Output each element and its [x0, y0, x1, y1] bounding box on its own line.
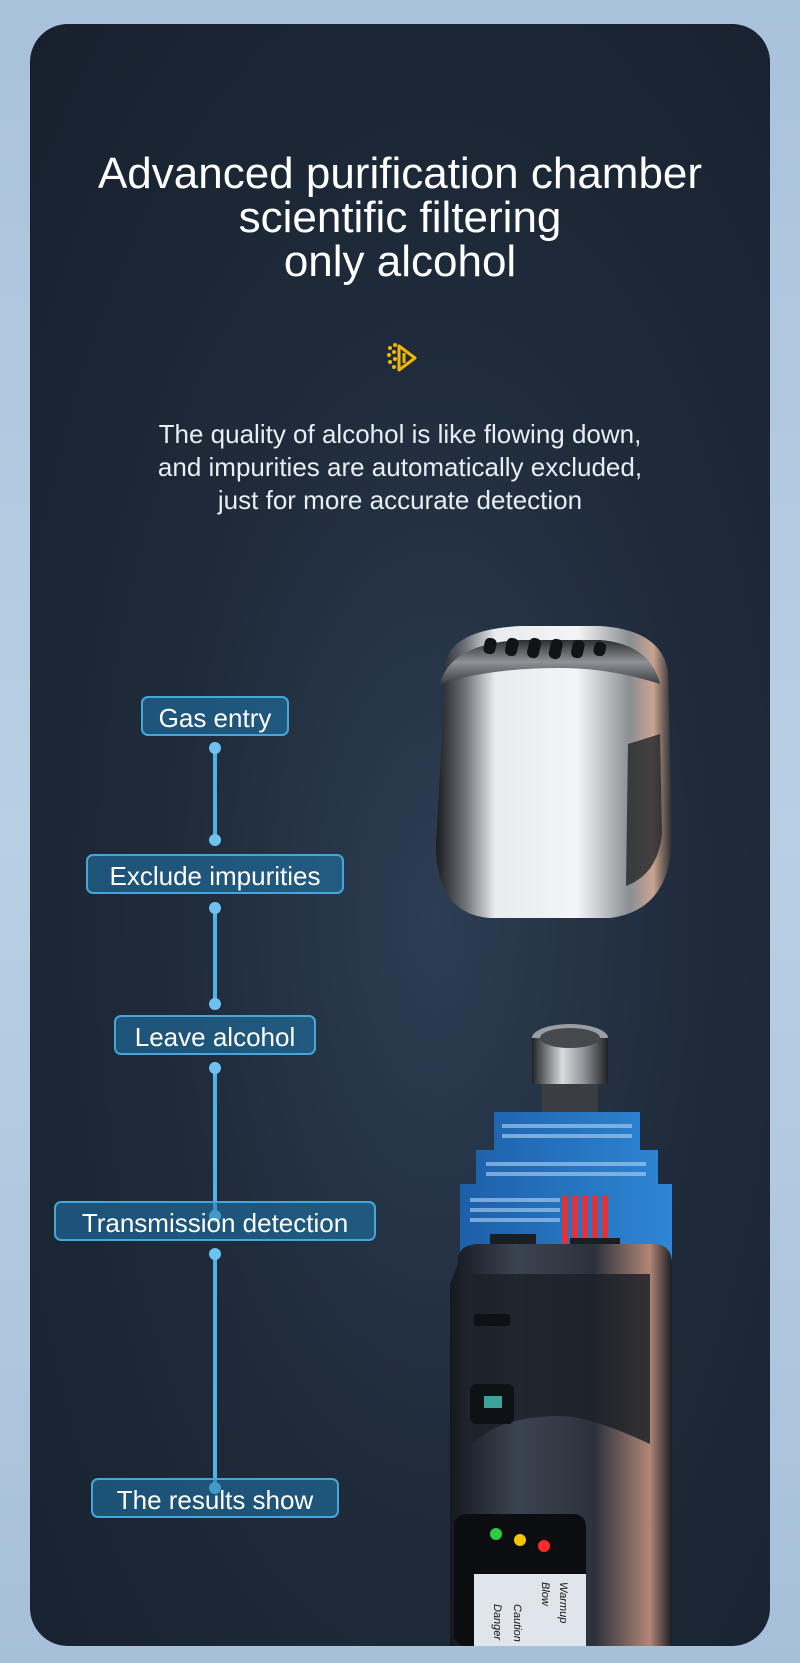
process-flow: Gas entry Exclude impurities Leave alcoh… [30, 24, 430, 1646]
breathalyzer-illustration: Warmup Blow Caution Danger [436, 626, 672, 1646]
led-yellow [514, 1534, 526, 1546]
headline-line-1: Advanced purification chamber [97, 149, 703, 198]
flow-dot [209, 998, 221, 1010]
flow-dot [209, 1062, 221, 1074]
description-line-1: The quality of alcohol is like flowing d… [158, 419, 642, 449]
flow-connector-2 [213, 908, 217, 1004]
flow-connector-4 [213, 1254, 217, 1488]
flow-connector-1 [213, 748, 217, 840]
step-leave-alcohol: Leave alcohol [114, 1015, 316, 1055]
content-panel: Advanced purification chamber scientific… [30, 24, 770, 1646]
headline-line-2: scientific filtering [238, 193, 562, 242]
screen-caution: Caution [511, 1604, 523, 1642]
sensor-nozzle [532, 1024, 608, 1114]
headline-line-3: only alcohol [283, 237, 517, 286]
description-line-3: just for more accurate detection [217, 485, 583, 515]
step-gas-entry: Gas entry [141, 696, 289, 736]
brand-dots-icon [387, 343, 417, 372]
description: The quality of alcohol is like flowing d… [30, 418, 770, 517]
flow-dot [209, 902, 221, 914]
mouthpiece-cap [436, 626, 672, 918]
screen-danger: Danger [491, 1604, 503, 1641]
led-red [538, 1540, 550, 1552]
flow-connector-3 [213, 1068, 217, 1216]
flow-dot [209, 742, 221, 754]
flow-dot [209, 834, 221, 846]
screen-blow: Blow [539, 1582, 551, 1607]
device-display [454, 1514, 586, 1646]
step-transmission-detection: Transmission detection [54, 1201, 376, 1241]
step-results-show: The results show [91, 1478, 339, 1518]
flow-dot [209, 1248, 221, 1260]
screen-warmup: Warmup [557, 1582, 569, 1623]
step-exclude-impurities: Exclude impurities [86, 854, 344, 894]
headline: Advanced purification chamber scientific… [30, 152, 770, 284]
description-line-2: and impurities are automatically exclude… [157, 452, 643, 482]
led-green [490, 1528, 502, 1540]
